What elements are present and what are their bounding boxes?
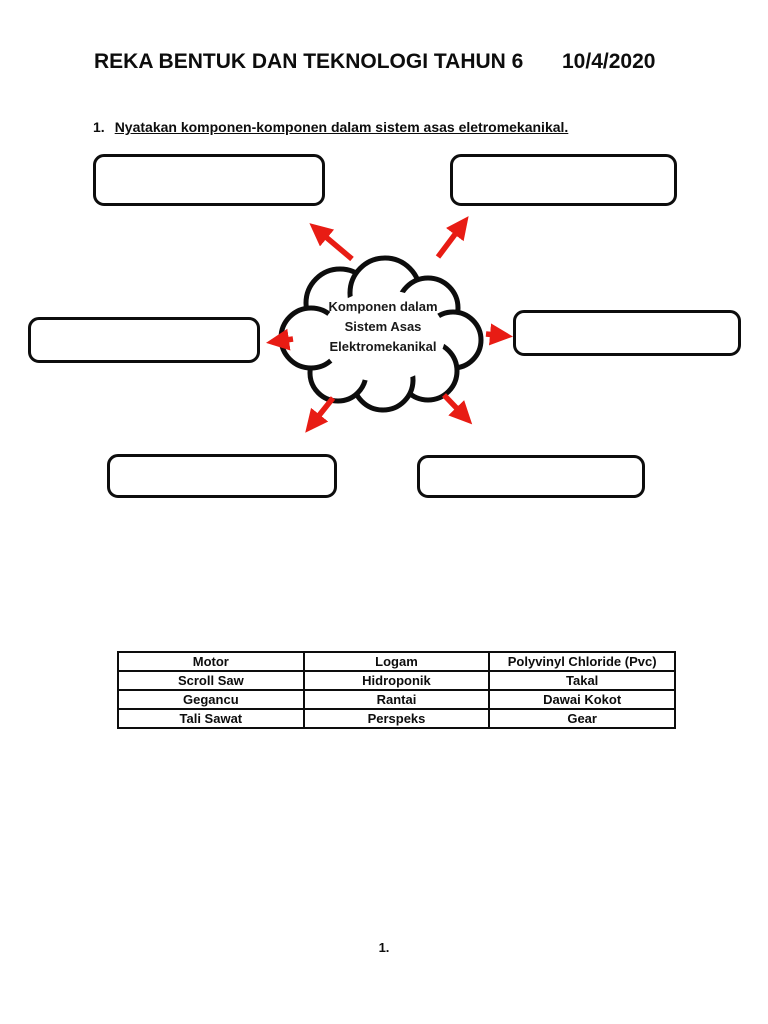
table-cell: Logam bbox=[302, 651, 491, 672]
table-row: Gegancu Rantai Dawai Kokot bbox=[117, 689, 676, 710]
table-row: Motor Logam Polyvinyl Chloride (Pvc) bbox=[117, 651, 676, 672]
answer-box-top-right[interactable] bbox=[450, 154, 677, 206]
table-cell: Polyvinyl Chloride (Pvc) bbox=[488, 651, 676, 672]
answer-box-bottom-left[interactable] bbox=[107, 454, 337, 498]
question-line: 1. Nyatakan komponen-komponen dalam siste… bbox=[93, 119, 568, 135]
cloud-label: Komponen dalam Sistem Asas Elektromekani… bbox=[328, 299, 438, 354]
arrow-right bbox=[485, 323, 514, 346]
answer-box-top-left[interactable] bbox=[93, 154, 325, 206]
table-cell: Tali Sawat bbox=[117, 708, 305, 729]
arrow-down-left bbox=[305, 396, 336, 433]
arrow-down-right bbox=[442, 393, 473, 425]
question-text: Nyatakan komponen-komponen dalam sistem … bbox=[114, 119, 569, 135]
page-number: 1. bbox=[378, 940, 390, 955]
table-cell: Gegancu bbox=[117, 689, 305, 710]
table-cell: Takal bbox=[488, 670, 676, 691]
word-bank-table: Motor Logam Polyvinyl Chloride (Pvc) Scr… bbox=[117, 651, 676, 729]
page-title: REKA BENTUK DAN TEKNOLOGI TAHUN 6 bbox=[94, 50, 524, 73]
arrow-up-right bbox=[435, 216, 469, 259]
table-cell: Motor bbox=[117, 651, 305, 672]
answer-box-mid-right[interactable] bbox=[513, 310, 741, 356]
table-cell: Scroll Saw bbox=[117, 670, 305, 691]
answer-box-bottom-right[interactable] bbox=[417, 455, 645, 498]
table-cell: Perspeks bbox=[302, 708, 491, 729]
answer-box-mid-left[interactable] bbox=[28, 317, 260, 363]
table-cell: Hidroponik bbox=[302, 670, 491, 691]
table-row: Tali Sawat Perspeks Gear bbox=[117, 708, 676, 729]
arrow-up-left bbox=[309, 223, 354, 262]
table-cell: Gear bbox=[488, 708, 676, 729]
table-cell: Dawai Kokot bbox=[488, 689, 676, 710]
question-number: 1. bbox=[93, 119, 105, 135]
page-date: 10/4/2020 bbox=[562, 50, 656, 73]
table-cell: Rantai bbox=[302, 689, 491, 710]
arrow-left bbox=[266, 328, 294, 351]
table-row: Scroll Saw Hidroponik Takal bbox=[117, 670, 676, 691]
